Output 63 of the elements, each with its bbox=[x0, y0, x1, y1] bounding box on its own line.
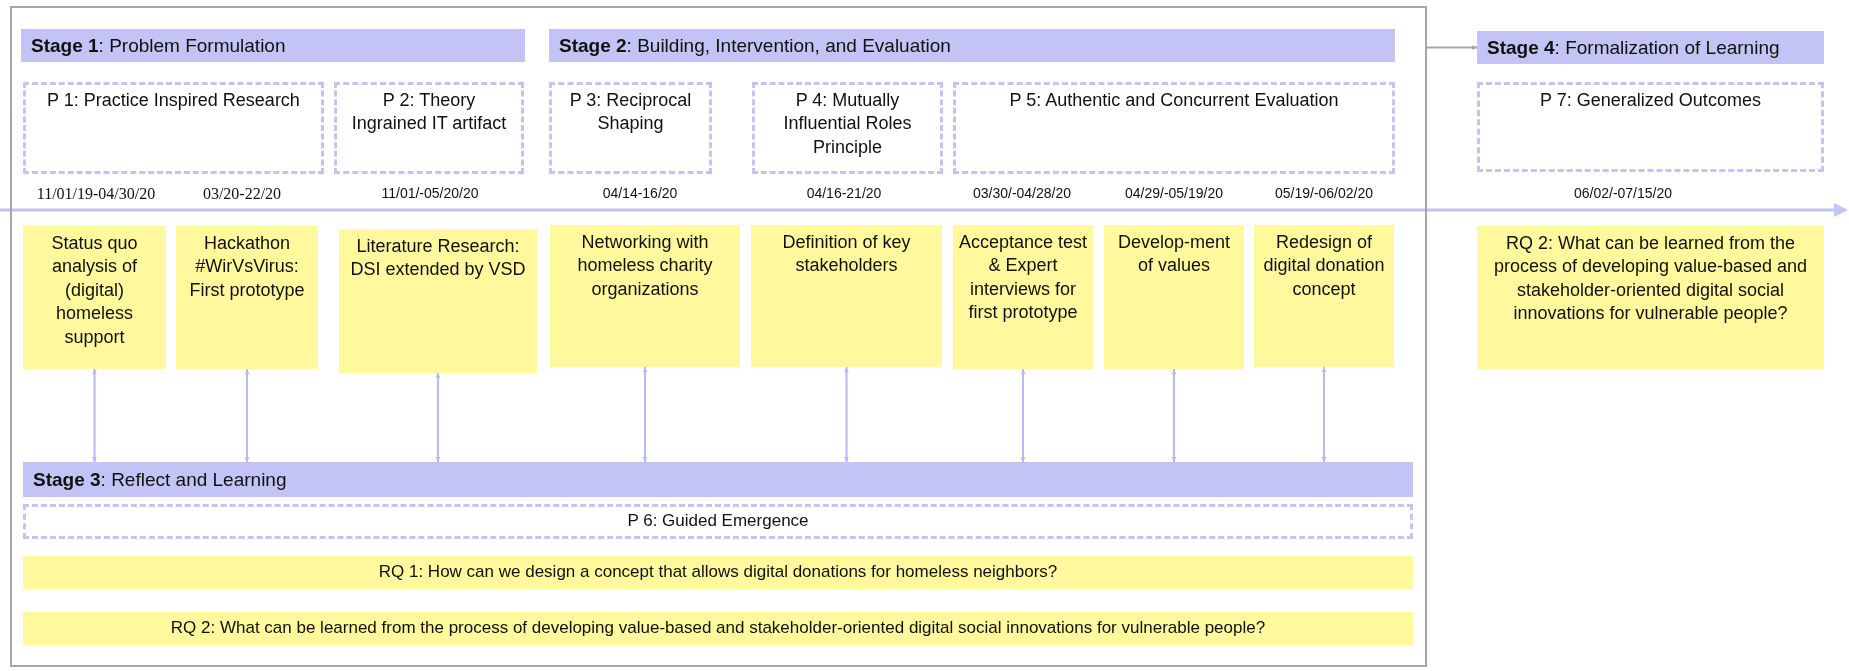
date-range: 11/01/-05/20/20 bbox=[381, 185, 479, 201]
node-text: Develop-ment of values bbox=[1117, 232, 1231, 276]
arrow bbox=[1426, 45, 1478, 50]
arrow bbox=[1020, 368, 1026, 463]
arrow bbox=[92, 368, 97, 463]
date-range: 06/02/-07/15/20 bbox=[1573, 185, 1673, 201]
node-text: P 5: Authentic and Concurrent Evaluation bbox=[1009, 90, 1339, 110]
activity-note bbox=[751, 225, 942, 367]
research-question-box bbox=[23, 612, 1413, 645]
arrow bbox=[435, 372, 441, 463]
activity-note bbox=[550, 225, 740, 367]
node-text: Acceptance test & Expert interviews for first prototype bbox=[958, 232, 1088, 323]
node-text: P 6: Guided Emergence bbox=[627, 510, 809, 533]
activity-note bbox=[23, 226, 166, 369]
research-question-box bbox=[23, 556, 1413, 589]
arrow bbox=[244, 368, 250, 463]
stage-title: Stage 3: Reflect and Learning bbox=[33, 468, 287, 491]
stage-title: Stage 1: Problem Formulation bbox=[31, 34, 286, 57]
date-range: 03/20-22/20 bbox=[202, 185, 282, 203]
date-range: 04/29/-05/19/20 bbox=[1124, 185, 1224, 201]
principle-box bbox=[334, 82, 524, 174]
date-range: 11/01/19-04/30/20 bbox=[36, 185, 156, 203]
date-range: 03/30/-04/28/20 bbox=[972, 185, 1072, 201]
node-text: RQ 1: How can we design a concept that allows digital donations for homeless neighbors? bbox=[378, 561, 1058, 584]
principle-box bbox=[953, 82, 1395, 174]
node-text: P 7: Generalized Outcomes bbox=[1540, 90, 1761, 110]
principle-box bbox=[23, 82, 324, 174]
stage-header-bar bbox=[1477, 31, 1824, 64]
activity-note bbox=[1477, 226, 1824, 369]
principle-box bbox=[549, 82, 712, 174]
node-text: P 1: Practice Inspired Research bbox=[47, 90, 300, 110]
node-text: Definition of key stakeholders bbox=[782, 232, 911, 276]
node-text: Hackathon #WirVsVirus: First prototype bbox=[189, 233, 305, 300]
principle-box bbox=[752, 82, 943, 174]
date-range: 04/14-16/20 bbox=[602, 185, 678, 201]
node-text: Literature Research: DSI extended by VSD bbox=[350, 236, 526, 280]
node-text: Status quo analysis of (digital) homeless support bbox=[51, 233, 138, 347]
activity-note bbox=[339, 229, 537, 373]
stage-header-bar bbox=[21, 29, 525, 62]
node-text: P 2: Theory Ingrained IT artifact bbox=[351, 90, 507, 134]
stage-header-bar bbox=[549, 29, 1395, 62]
activity-note bbox=[176, 226, 318, 369]
arrow bbox=[1171, 368, 1177, 463]
node-text: Networking with homeless charity organizations bbox=[577, 232, 713, 299]
date-range: 04/16-21/20 bbox=[806, 185, 882, 201]
principle-box bbox=[23, 504, 1413, 539]
stage-title: Stage 2: Building, Intervention, and Evaluation bbox=[559, 34, 951, 57]
frame-box bbox=[10, 6, 1427, 667]
stage-header-bar bbox=[23, 462, 1413, 497]
activity-note bbox=[1254, 225, 1394, 367]
arrow bbox=[642, 366, 648, 463]
node-text: P 3: Reciprocal Shaping bbox=[569, 90, 692, 134]
date-range: 05/19/-06/02/20 bbox=[1274, 185, 1374, 201]
node-text: RQ 2: What can be learned from the process of developing value-based and stakeholder-oriented digital social innovations for vulnerable people? bbox=[170, 617, 1266, 640]
arrow bbox=[844, 366, 849, 463]
node-text: Redesign of digital donation concept bbox=[1263, 232, 1385, 299]
node-text: RQ 2: What can be learned from the process of developing value-based and stakeholder-oriented digital social innovations for vulnerable people? bbox=[1493, 233, 1808, 324]
principle-box bbox=[1477, 82, 1824, 172]
activity-note bbox=[953, 225, 1093, 369]
arrow bbox=[1321, 366, 1327, 463]
node-text: P 4: Mutually Influential Roles Principle bbox=[783, 90, 912, 157]
stage-title: Stage 4: Formalization of Learning bbox=[1487, 36, 1780, 59]
activity-note bbox=[1104, 225, 1244, 369]
